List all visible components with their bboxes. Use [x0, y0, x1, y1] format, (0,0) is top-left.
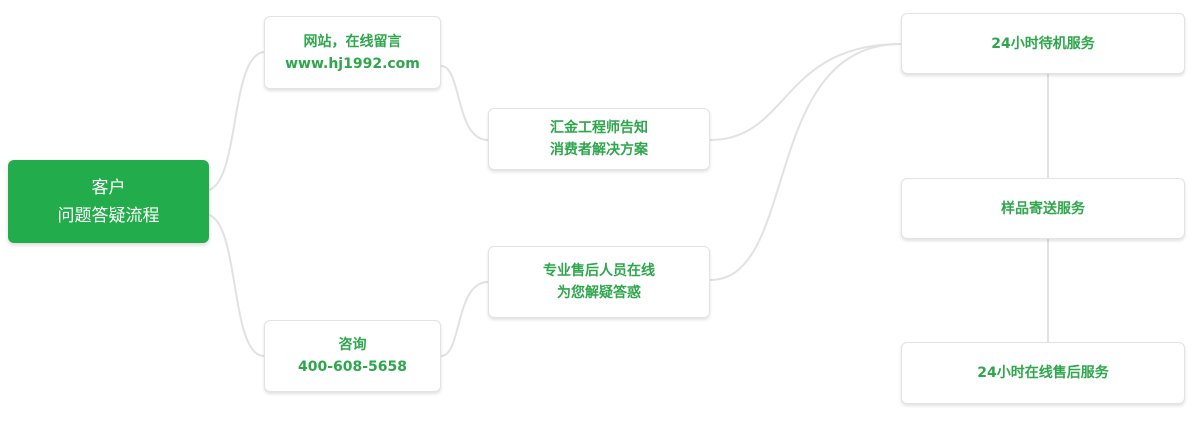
service-label: 24小时待机服务 [991, 35, 1095, 52]
link-aftersales-service1 [709, 43, 902, 281]
website-url: www.hj1992.com [285, 55, 420, 72]
link-engineer-service1 [709, 43, 902, 141]
link-consult-aftersales [440, 281, 489, 357]
link-root-website [208, 51, 265, 191]
root-line1: 客户 [91, 177, 126, 198]
root-node: 客户 问题答疑流程 [8, 160, 209, 243]
service-node-2: 样品寄送服务 [901, 178, 1185, 239]
root-line2: 问题答疑流程 [57, 205, 160, 226]
service-node-1: 24小时待机服务 [901, 13, 1185, 74]
consult-phone: 400-608-5658 [297, 359, 408, 375]
service-label: 样品寄送服务 [1001, 200, 1085, 217]
aftersales-line2: 为您解疑答惑 [557, 285, 641, 301]
engineer-node: 汇金工程师告知 消费者解决方案 [488, 108, 710, 170]
aftersales-node: 专业售后人员在线 为您解疑答惑 [488, 246, 710, 318]
service-label: 24小时在线售后服务 [977, 365, 1109, 381]
link-website-engineer [440, 65, 489, 141]
consult-line1: 咨询 [338, 337, 367, 353]
link-root-consult [208, 214, 265, 357]
aftersales-line1: 专业售后人员在线 [543, 263, 655, 279]
website-line1: 网站，在线留言 [303, 33, 402, 50]
website-node: 网站，在线留言 www.hj1992.com [264, 16, 441, 89]
consult-node: 咨询 400-608-5658 [264, 320, 441, 392]
engineer-line2: 消费者解决方案 [550, 142, 648, 158]
service-node-3: 24小时在线售后服务 [901, 342, 1185, 404]
engineer-line1: 汇金工程师告知 [550, 120, 648, 136]
